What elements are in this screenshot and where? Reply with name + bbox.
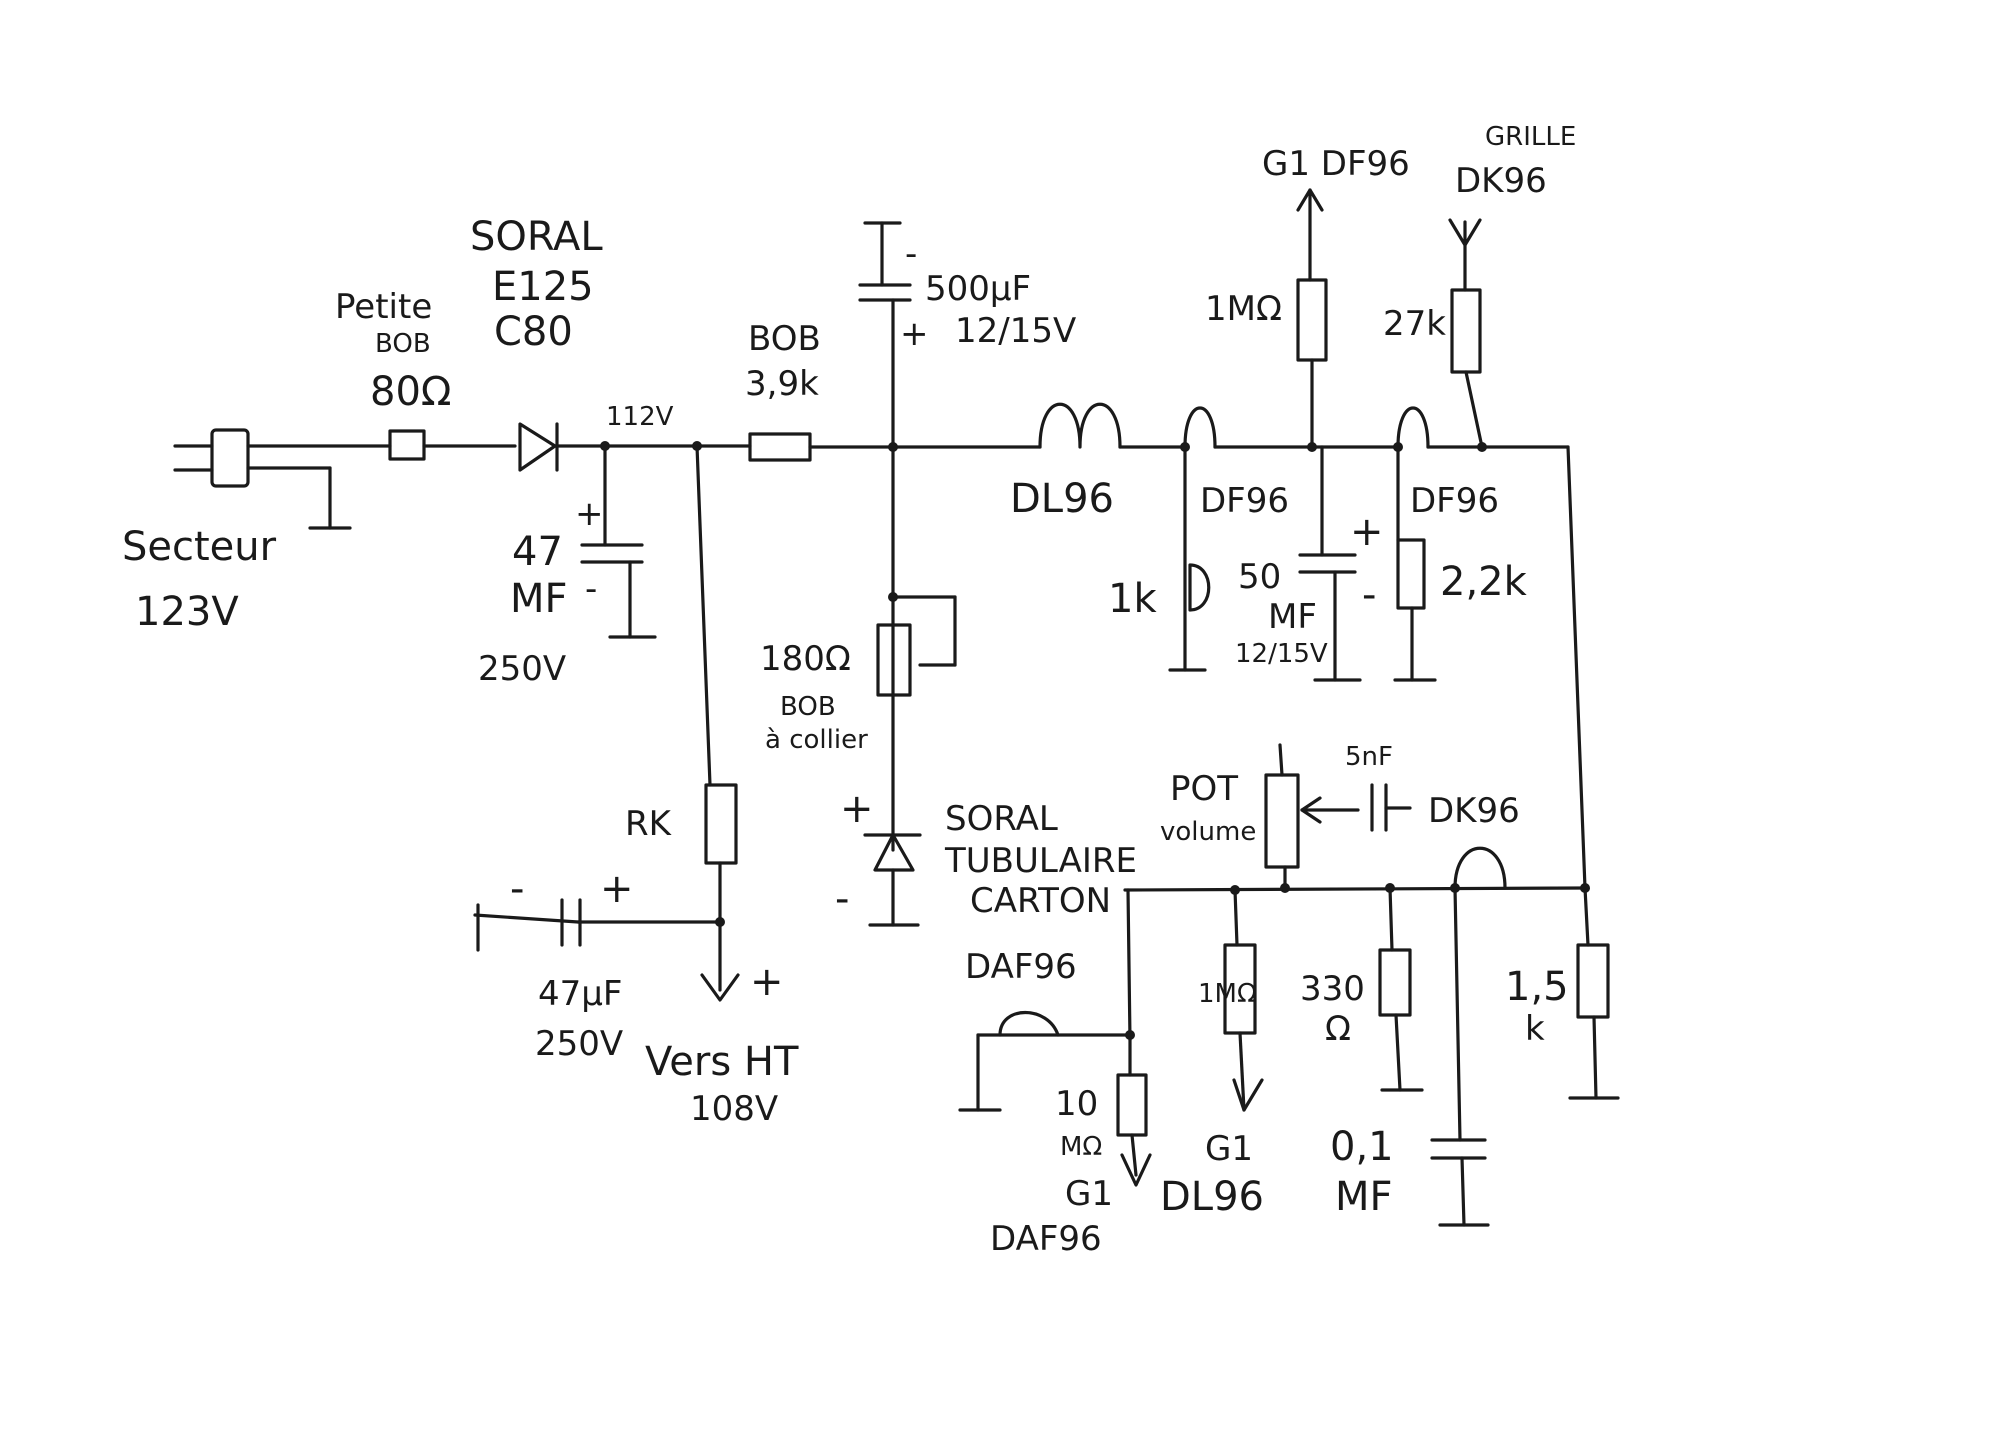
mains-plug (173, 428, 392, 530)
tube-dl96-filament (1038, 402, 1187, 449)
rk-branch (576, 444, 740, 1002)
capacitor-0-1mf (1430, 846, 1507, 1227)
label-1-5-k: k (1525, 1009, 1545, 1049)
zener-diode (863, 833, 922, 927)
label-1m-bottom: 1MΩ (1198, 979, 1257, 1009)
coil-3k9 (748, 432, 1042, 462)
label-330-ohm: Ω (1325, 1009, 1351, 1049)
label-cap47-minus: - (585, 569, 597, 609)
label-g1-dl96-b: DL96 (1160, 1174, 1264, 1220)
label-cap47b-plus: + (600, 866, 634, 912)
label-soral: SORAL (470, 214, 603, 260)
volume-potentiometer (1264, 743, 1360, 890)
label-tubulaire: TUBULAIRE (944, 841, 1137, 881)
label-petite: Petite (335, 287, 432, 327)
capacitor-500uf (858, 221, 912, 852)
resistor-1m-bottom (1223, 888, 1264, 1112)
label-e125: E125 (492, 264, 594, 310)
label-g1-dl96-a: G1 (1205, 1129, 1253, 1169)
label-rk: RK (625, 804, 673, 844)
label-10: 10 (1055, 1084, 1098, 1124)
label-df96-b: DF96 (1410, 481, 1499, 521)
label-330: 330 (1300, 969, 1365, 1009)
tube-df96-filament-a (1168, 406, 1400, 672)
label-vers-ht: Vers HT (645, 1039, 799, 1085)
label-0-1-mf: MF (1335, 1174, 1393, 1220)
label-df96-a: DF96 (1200, 481, 1289, 521)
label-cap500-plus: + (900, 314, 929, 354)
capacitor-47uf-250v (473, 898, 582, 952)
label-47uf: 47µF (538, 974, 622, 1014)
bottom-bus (1123, 886, 1587, 1042)
label-zener-minus: - (835, 876, 849, 922)
label-cap50-minus: - (1362, 572, 1376, 618)
label-10-mohm: MΩ (1060, 1132, 1102, 1162)
label-27k: 27k (1383, 304, 1446, 344)
label-zener-plus: + (840, 786, 874, 832)
label-secteur: Secteur (122, 524, 277, 570)
label-5nf: 5nF (1345, 742, 1393, 772)
label-cap47-plus: + (575, 494, 604, 534)
label-grille-dk96: DK96 (1455, 161, 1547, 201)
capacitor-47mf-250v (580, 444, 657, 639)
label-0-1: 0,1 (1330, 1124, 1394, 1170)
label-112v: 112V (606, 402, 674, 432)
label-dk96: DK96 (1428, 791, 1520, 831)
labels: Secteur 123V Petite BOB 80Ω SORAL E125 C… (122, 122, 1576, 1259)
resistor-180ohm (876, 595, 957, 697)
label-123v: 123V (135, 589, 239, 635)
label-250v-b: 250V (535, 1024, 623, 1064)
label-50-mf: MF (1268, 597, 1317, 637)
label-c80: C80 (494, 309, 573, 355)
label-2k2: 2,2k (1440, 559, 1528, 605)
label-daf96: DAF96 (965, 947, 1077, 987)
resistor-10m (1116, 1038, 1152, 1187)
label-cap47-mf: MF (510, 576, 568, 622)
label-carton: CARTON (970, 881, 1111, 921)
label-3k9: 3,9k (745, 364, 819, 404)
label-pot: POT (1170, 769, 1238, 809)
capacitor-5nf (1370, 783, 1412, 832)
label-soral-2: SORAL (945, 799, 1058, 839)
label-cap47b-minus: - (510, 866, 524, 912)
label-a-collier: à collier (765, 725, 868, 755)
resistor-330ohm (1378, 886, 1424, 1092)
label-50: 50 (1238, 557, 1281, 597)
label-cap47-value: 47 (512, 529, 563, 575)
tube-daf96-filament (958, 1011, 1132, 1112)
label-1k: 1k (1108, 576, 1157, 622)
label-180ohm: 180Ω (760, 639, 851, 679)
label-g1-df96: G1 DF96 (1262, 144, 1410, 184)
label-cap500-minus: - (905, 234, 917, 274)
label-g1-daf96-a: G1 (1065, 1174, 1113, 1214)
label-bob-small: BOB (375, 329, 431, 359)
label-80ohm: 80Ω (370, 369, 451, 415)
junction-dots (600, 441, 1590, 1040)
resistor-1m-top (1296, 188, 1328, 449)
label-dl96: DL96 (1010, 476, 1114, 522)
label-500uf: 500µF (925, 269, 1031, 309)
label-12-15v: 12/15V (955, 311, 1076, 351)
label-1-5: 1,5 (1505, 964, 1569, 1010)
label-ht-plus: + (750, 959, 784, 1005)
small-coil-80ohm (388, 429, 517, 461)
resistor-27k (1448, 218, 1484, 449)
label-g1-daf96-b: DAF96 (990, 1219, 1102, 1259)
resistor-1k5 (1568, 886, 1620, 1100)
tube-df96-filament-b (1393, 406, 1570, 682)
label-cap50-plus: + (1350, 509, 1384, 555)
label-1m-top: 1MΩ (1205, 289, 1282, 329)
label-volume: volume (1160, 817, 1256, 847)
label-grille: GRILLE (1485, 122, 1576, 152)
label-50-voltage: 12/15V (1235, 639, 1328, 669)
label-bob-3k9: BOB (748, 319, 821, 359)
rectifier-diode (518, 422, 752, 472)
label-cap47-voltage: 250V (478, 649, 566, 689)
label-108v: 108V (690, 1089, 778, 1129)
capacitor-50mf (1298, 445, 1362, 682)
label-bob-collier: BOB (780, 692, 836, 722)
right-rail (1566, 445, 1587, 890)
